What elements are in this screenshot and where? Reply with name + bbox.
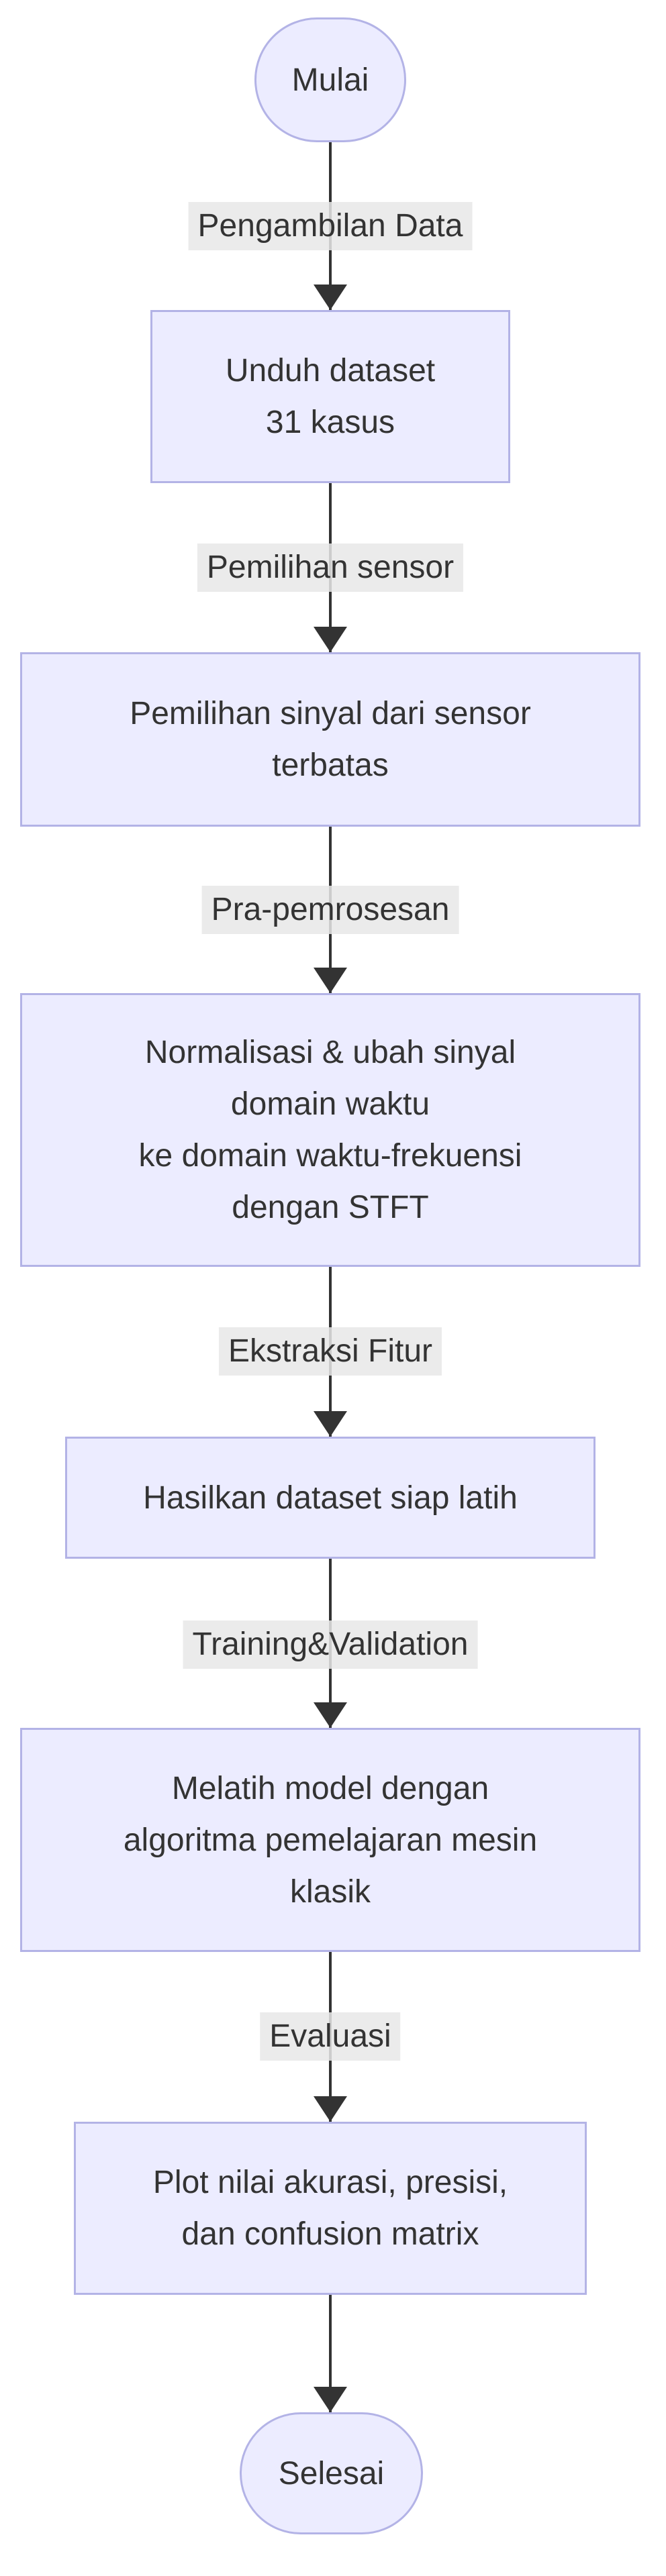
node-hasilkan-dataset: Hasilkan dataset siap latih <box>65 1437 596 1559</box>
edge-label-ekstraksi-fitur: Ekstraksi Fitur <box>218 1327 442 1376</box>
node-melatih-model: Melatih model dengan algoritma pemelajar… <box>20 1728 640 1952</box>
node-normalisasi-stft-label: Normalisasi & ubah sinyal domain waktu k… <box>138 1035 522 1225</box>
arrowhead-icon <box>314 968 347 993</box>
edge-label-training-validation: Training&Validation <box>183 1620 478 1669</box>
node-start-label: Mulai <box>291 62 369 98</box>
node-normalisasi-stft: Normalisasi & ubah sinyal domain waktu k… <box>20 993 640 1267</box>
node-plot-evaluasi-label: Plot nilai akurasi, presisi, dan confusi… <box>152 2165 508 2252</box>
arrowhead-icon <box>314 1702 347 1728</box>
arrowhead-icon <box>314 627 347 652</box>
arrowhead-icon <box>314 285 347 310</box>
node-melatih-model-label: Melatih model dengan algoritma pemelajar… <box>123 1770 538 1910</box>
node-end-label: Selesai <box>278 2455 385 2491</box>
node-unduh-dataset-label: Unduh dataset 31 kasus <box>225 353 436 440</box>
node-hasilkan-dataset-label: Hasilkan dataset siap latih <box>143 1480 518 1516</box>
arrowhead-icon <box>314 1411 347 1437</box>
edge-label-pengambilan-data: Pengambilan Data <box>188 202 473 250</box>
node-plot-evaluasi: Plot nilai akurasi, presisi, dan confusi… <box>74 2122 587 2295</box>
arrowhead-icon <box>314 2387 347 2412</box>
edge-label-pra-pemrosesan: Pra-pemrosesan <box>201 886 459 934</box>
arrowhead-icon <box>314 2096 347 2122</box>
edge-label-pemilihan-sensor: Pemilihan sensor <box>197 544 464 592</box>
node-end-selesai: Selesai <box>240 2412 423 2534</box>
node-pemilihan-sinyal-label: Pemilihan sinyal dari sensor terbatas <box>130 696 531 783</box>
node-pemilihan-sinyal: Pemilihan sinyal dari sensor terbatas <box>20 652 640 827</box>
edge-label-evaluasi: Evaluasi <box>260 2012 401 2061</box>
node-unduh-dataset: Unduh dataset 31 kasus <box>150 310 510 483</box>
edge-line-plot-to-selesai <box>329 2295 332 2412</box>
node-start-mulai: Mulai <box>254 17 406 142</box>
